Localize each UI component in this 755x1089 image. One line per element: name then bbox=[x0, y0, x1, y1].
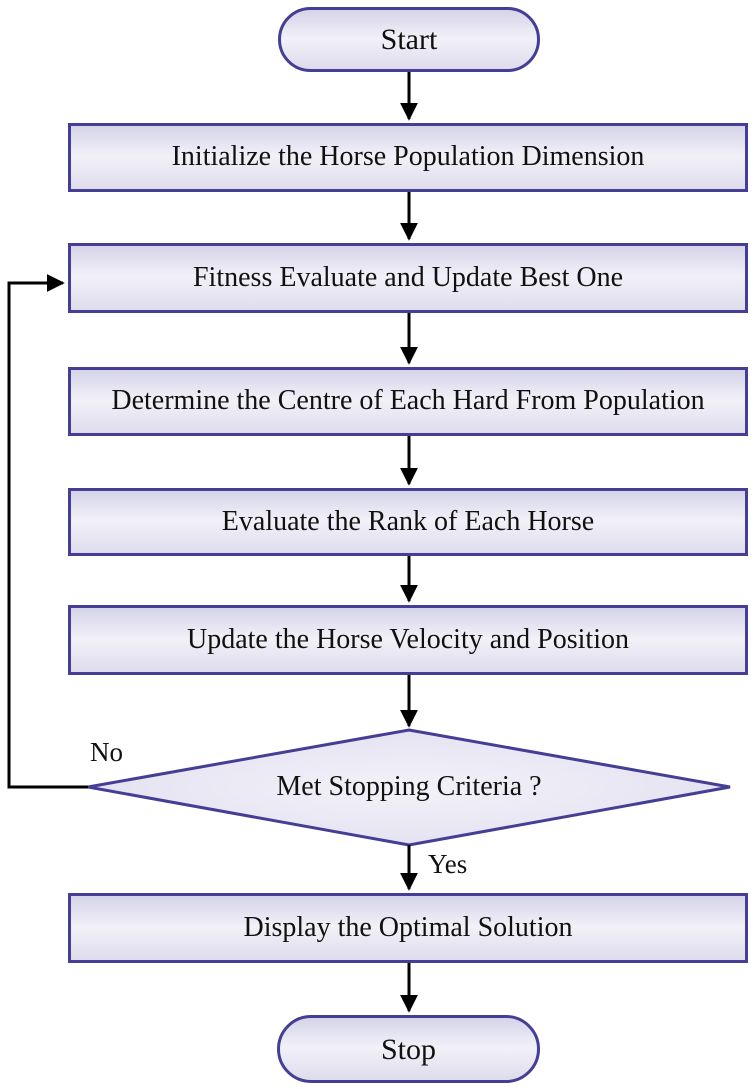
decision-stopping-criteria-label: Met Stopping Criteria ? bbox=[276, 771, 542, 802]
process-fitness-evaluate: Fitness Evaluate and Update Best One bbox=[68, 243, 748, 313]
process-initialize-population-label: Initialize the Horse Population Dimensio… bbox=[171, 141, 645, 173]
stop-node: Stop bbox=[277, 1015, 540, 1083]
process-update-velocity-label: Update the Horse Velocity and Position bbox=[187, 623, 629, 655]
process-display-solution-label: Display the Optimal Solution bbox=[243, 911, 573, 943]
yes-label-text: Yes bbox=[428, 849, 468, 879]
decision-stopping-criteria: Met Stopping Criteria ? bbox=[159, 766, 659, 808]
process-determine-centre-label: Determine the Centre of Each Hard From P… bbox=[111, 385, 705, 417]
process-initialize-population: Initialize the Horse Population Dimensio… bbox=[68, 123, 748, 192]
edge-label-no: No bbox=[90, 737, 123, 768]
no-label-text: No bbox=[90, 737, 123, 767]
process-evaluate-rank: Evaluate the Rank of Each Horse bbox=[68, 488, 748, 556]
arrow-decision-no-loop bbox=[7, 274, 88, 789]
process-update-velocity: Update the Horse Velocity and Position bbox=[68, 605, 748, 675]
start-node: Start bbox=[278, 7, 540, 72]
edge-label-yes: Yes bbox=[428, 849, 467, 880]
process-determine-centre: Determine the Centre of Each Hard From P… bbox=[68, 367, 748, 436]
process-display-solution: Display the Optimal Solution bbox=[68, 893, 748, 963]
process-evaluate-rank-label: Evaluate the Rank of Each Horse bbox=[221, 505, 595, 537]
start-node-label: Start bbox=[380, 23, 438, 56]
stop-node-label: Stop bbox=[380, 1032, 437, 1066]
process-fitness-evaluate-label: Fitness Evaluate and Update Best One bbox=[192, 261, 623, 293]
